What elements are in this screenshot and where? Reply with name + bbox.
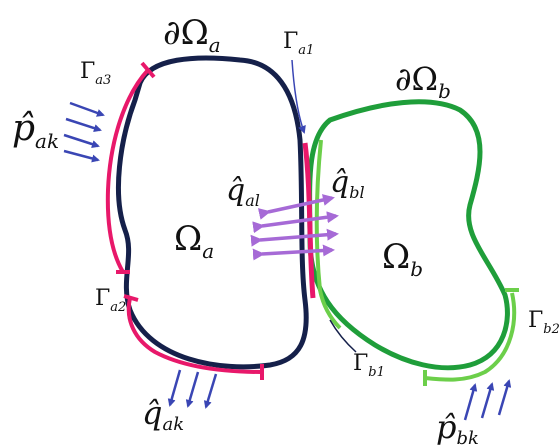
label-gamma-a1: Γa1 <box>283 29 314 58</box>
arrow-q-ak-1 <box>167 369 182 407</box>
boundary-gamma-a3 <box>105 68 150 274</box>
arrow-p-ak-1 <box>69 101 105 117</box>
arrow-interface-1 <box>257 194 335 220</box>
arrow-p-ak-4 <box>63 149 100 163</box>
label-omega-a: Ωa <box>174 219 214 263</box>
boundary-gamma-a2-cap-left <box>123 294 139 302</box>
label-boundary-b: ∂Ωb <box>395 60 451 103</box>
arrow-q-ak-2 <box>185 371 200 408</box>
leader-gamma-b1 <box>329 319 357 353</box>
label-gamma-b1: Γb1 <box>353 351 385 380</box>
boundary-gamma-b2 <box>424 292 517 382</box>
label-q-bl: q̂bl <box>330 165 365 202</box>
label-gamma-a3: Γa3 <box>80 59 111 88</box>
label-gamma-b2: Γb2 <box>528 308 560 337</box>
domain-a-boundary <box>115 55 309 370</box>
label-q-al: q̂al <box>226 173 260 210</box>
arrow-p-bk-3 <box>497 379 512 416</box>
boundary-gamma-a3-cap-top <box>140 61 156 79</box>
label-gamma-a2: Γa2 <box>95 286 126 315</box>
label-p-bk: p̂bk <box>436 408 479 448</box>
arrow-p-ak-2 <box>65 117 102 132</box>
boundary-gamma-b1 <box>314 139 342 330</box>
arrow-interface-4 <box>252 244 335 261</box>
arrow-p-ak-3 <box>63 133 100 148</box>
label-omega-b: Ωb <box>382 237 423 281</box>
arrow-p-bk-2 <box>480 382 495 419</box>
label-p-ak: p̂ak <box>12 108 59 153</box>
arrow-interface-2 <box>252 211 339 234</box>
label-q-ak: q̂ak <box>142 394 184 435</box>
leader-gamma-a1 <box>291 59 306 134</box>
boundary-gamma-a2 <box>126 297 263 374</box>
arrow-q-ak-3 <box>203 373 218 409</box>
label-boundary-a: ∂Ωa <box>163 13 221 57</box>
arrow-interface-3 <box>250 228 339 247</box>
arrow-p-bk-1 <box>463 383 478 421</box>
